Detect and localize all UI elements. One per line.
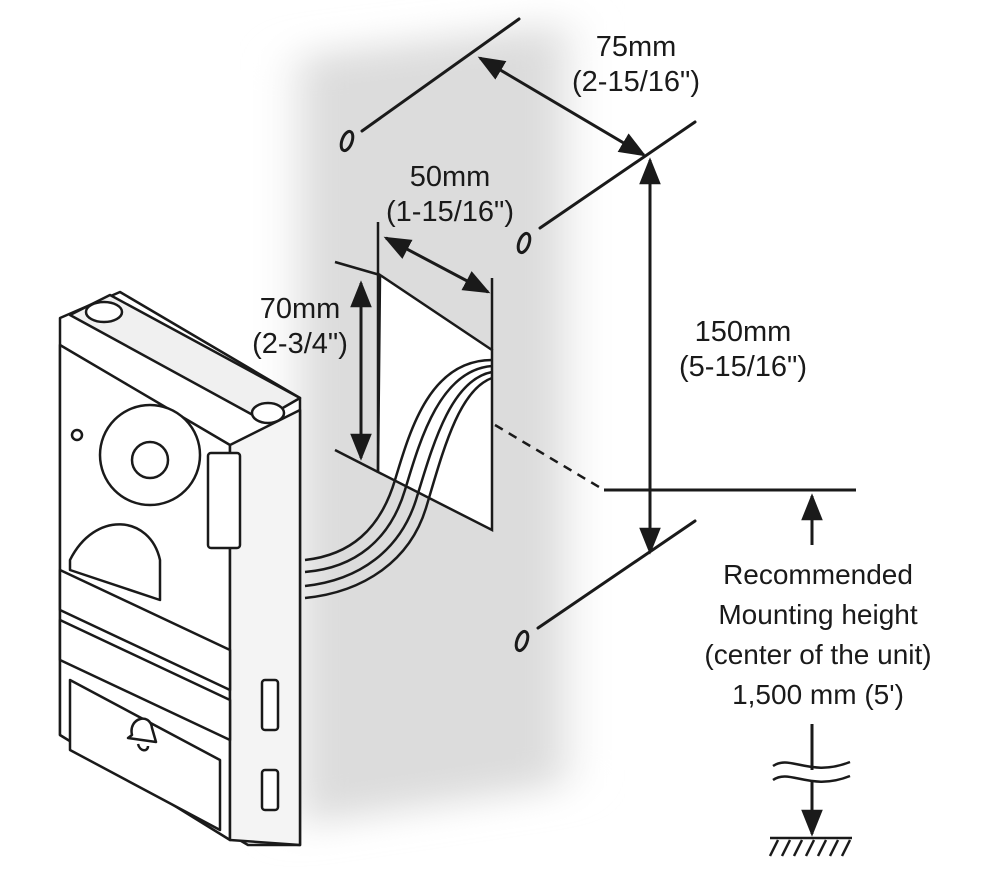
dim-75-arrow — [477, 56, 647, 157]
front-band-2 — [58, 618, 232, 742]
mount-tab-top-left — [84, 300, 124, 324]
dim-70-in: (2-3/4") — [252, 328, 348, 360]
dim-70-label: 70mm (2-3/4") — [240, 292, 360, 362]
mic-grille — [68, 523, 162, 602]
ground-symbol — [768, 836, 852, 857]
cable-bundle — [304, 358, 493, 600]
dim-50-mm: 50mm — [409, 161, 491, 193]
screw-hole-top — [339, 129, 355, 153]
dim-50-label: 50mm (1-15/16") — [380, 160, 520, 230]
center-dashed-line — [494, 423, 605, 492]
dim-75-mm: 75mm — [595, 31, 677, 63]
dim-150-label: 150mm (5-15/16") — [658, 315, 828, 385]
note-line-3: (center of the unit) — [704, 639, 932, 670]
break-symbol — [772, 760, 851, 783]
mounting-guides — [339, 17, 697, 653]
dim-150-in: (5-15/16") — [679, 351, 807, 383]
bell-icon — [126, 717, 158, 752]
dim-75-label: 75mm (2-15/16") — [566, 30, 706, 100]
box-bottom-ext — [334, 448, 379, 474]
dim-50-arrow — [383, 236, 491, 294]
call-button-panel — [68, 678, 222, 832]
dim-50-in: (1-15/16") — [386, 196, 514, 228]
mount-tab-top-right — [250, 401, 286, 425]
side-port — [260, 678, 280, 732]
dim-70-mm: 70mm — [259, 293, 341, 325]
speaker-center — [130, 440, 170, 480]
mounting-height-note: Recommended Mounting height (center of t… — [668, 555, 968, 715]
side-port-2 — [260, 768, 280, 812]
dim-150-mm: 150mm — [694, 316, 792, 348]
front-band-1 — [58, 568, 232, 692]
screw-hole-bottom — [514, 629, 530, 653]
box-top-ext — [334, 260, 381, 277]
intercom-unit — [58, 290, 302, 847]
side-connector — [206, 451, 242, 550]
screw-hole-left — [70, 428, 84, 442]
note-line-1: Recommended — [723, 559, 913, 590]
bottom-guide-line — [536, 519, 697, 630]
mid-guide-line — [538, 120, 697, 230]
screw-hole-mid — [516, 231, 532, 255]
note-line-2: Mounting height — [718, 599, 918, 630]
top-guide-line — [360, 17, 521, 133]
note-line-4: 1,500 mm (5') — [732, 679, 904, 710]
dim-75-in: (2-15/16") — [572, 66, 700, 98]
